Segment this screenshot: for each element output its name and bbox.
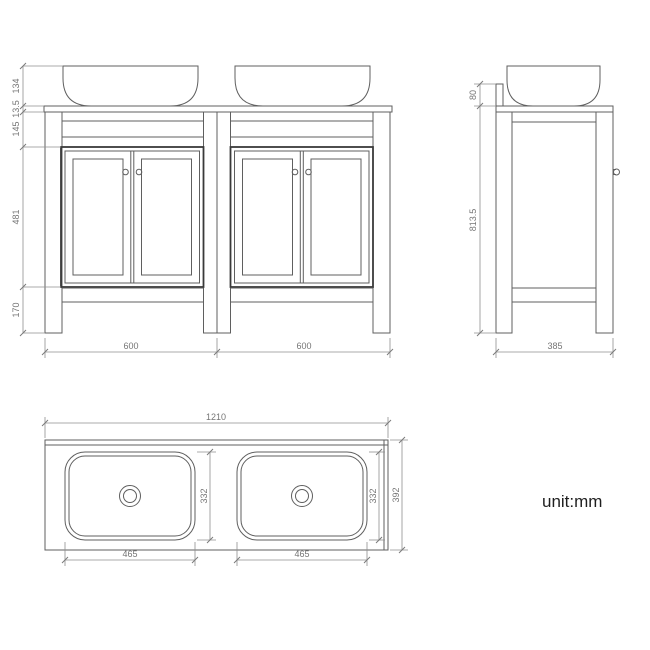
side-view (495, 65, 620, 334)
left-door-panel-2 (141, 158, 192, 276)
dim-label-cabinet-height: 481 (11, 209, 21, 224)
plan-right-drain-inner (295, 489, 309, 503)
front-left-cabinet (60, 146, 205, 288)
front-right-cabinet (229, 146, 374, 288)
side-rear-leg (495, 111, 513, 334)
dim-label-overall-depth: 392 (391, 487, 401, 502)
dim-label-left-basin-width: 465 (122, 549, 137, 559)
dim-label-upstand-height: 80 (468, 90, 478, 100)
left-door-knob-1 (122, 168, 129, 176)
unit-note: unit:mm (542, 492, 602, 511)
front-left-leg (44, 111, 63, 334)
dim-label-sink-height: 134 (11, 78, 21, 93)
side-sink (506, 65, 601, 107)
front-countertop (43, 105, 393, 113)
dim-label-counter-thickness: 13.5 (11, 100, 21, 118)
dim-label-left-basin-depth: 332 (199, 488, 209, 503)
front-view (43, 65, 393, 334)
left-door-knob-2 (135, 168, 143, 176)
plan-left-drain-outer (119, 485, 141, 507)
left-door-panel-1 (72, 158, 124, 276)
front-right-sink (234, 65, 371, 107)
front-dim-chain-left: 134 13.5 145 481 170 (11, 62, 63, 337)
dim-label-right-basin-depth: 332 (368, 488, 378, 503)
dim-label-overall-width: 1210 (206, 412, 226, 422)
right-doors-frame (234, 150, 370, 284)
dim-label-right-basin-width: 465 (294, 549, 309, 559)
front-right-leg (372, 111, 391, 334)
side-countertop (495, 105, 614, 113)
plan-dim-overall-width: 1210 (41, 412, 392, 438)
plan-left-drain-inner (123, 489, 137, 503)
side-dim-chain: 80 813.5 (468, 80, 496, 337)
dim-label-apron-height: 145 (11, 121, 21, 136)
plan-view (44, 439, 389, 551)
dim-label-depth: 385 (547, 341, 562, 351)
plan-dim-basin-widths: 465 465 (61, 542, 371, 566)
side-upstand (495, 83, 504, 107)
plan-right-basin (236, 451, 368, 541)
dim-label-left-bay-width: 600 (123, 341, 138, 351)
front-left-sink (62, 65, 199, 107)
plan-dim-left-basin-depth: 332 (197, 448, 216, 544)
side-front-leg (595, 111, 614, 334)
dim-label-right-bay-width: 600 (296, 341, 311, 351)
plan-countertop (44, 439, 389, 551)
dim-label-stand-height: 813.5 (468, 209, 478, 232)
right-door-panel-2 (310, 158, 362, 276)
plan-dim-overall-depth: 392 (390, 436, 408, 554)
dim-label-leg-height: 170 (11, 302, 21, 317)
plan-left-basin (64, 451, 196, 541)
plan-right-drain-outer (291, 485, 313, 507)
right-door-knob-1 (291, 168, 299, 176)
left-doors-frame (64, 150, 200, 284)
right-door-panel-1 (242, 158, 293, 276)
front-right-cabinet-doors (234, 150, 370, 284)
plan-dim-right-basin-depth: 332 (368, 448, 385, 544)
side-dim-depth: 385 (492, 338, 617, 358)
front-left-cabinet-doors (64, 150, 200, 284)
right-door-knob-2 (305, 168, 312, 176)
front-dim-bottom: 600 600 (41, 338, 394, 358)
side-door-knob (613, 168, 620, 176)
